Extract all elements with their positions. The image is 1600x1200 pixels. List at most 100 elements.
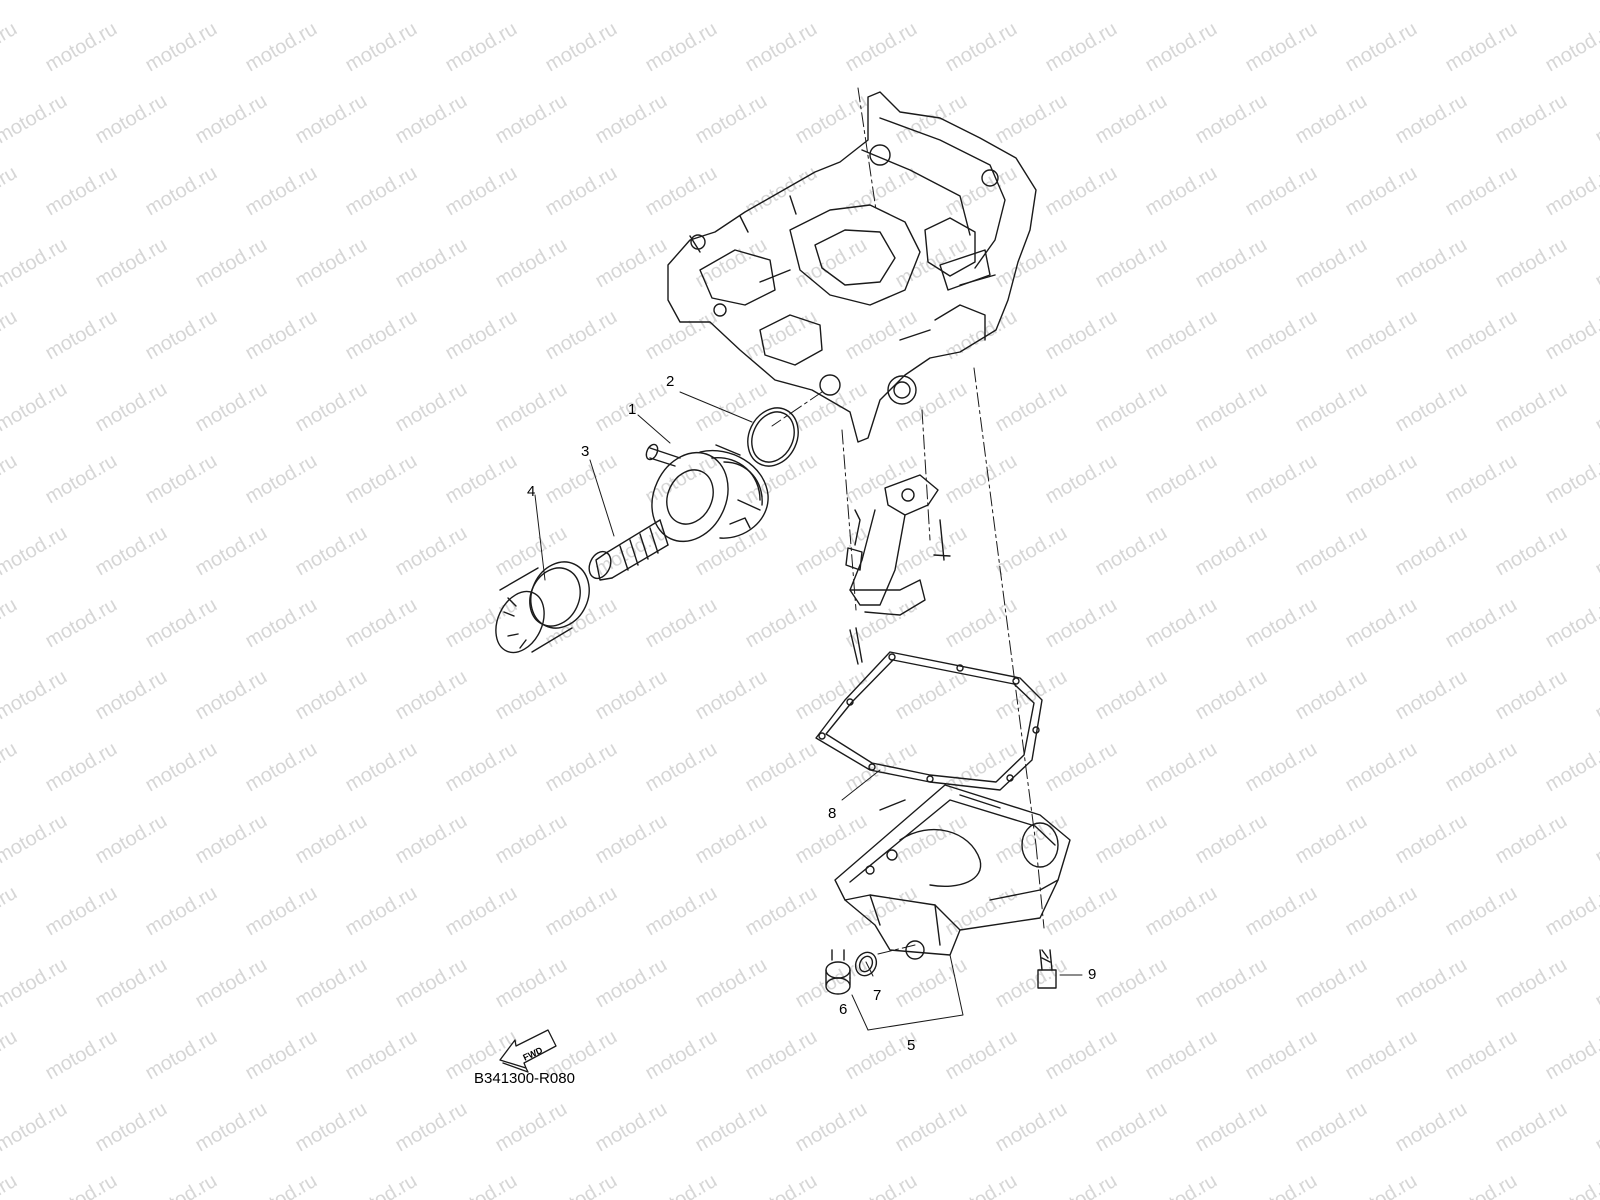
watermark-text: motod.ru <box>1542 1170 1600 1200</box>
watermark-text: motod.ru <box>442 18 521 77</box>
watermark-text: motod.ru <box>1442 594 1521 653</box>
watermark-text: motod.ru <box>192 234 271 293</box>
watermark-text: motod.ru <box>92 90 171 149</box>
watermark-text: motod.ru <box>842 882 921 941</box>
watermark-text: motod.ru <box>642 1170 721 1200</box>
watermark-text: motod.ru <box>0 18 21 77</box>
watermark-text: motod.ru <box>892 666 971 725</box>
watermark-text: motod.ru <box>142 18 221 77</box>
watermark-text: motod.ru <box>242 162 321 221</box>
watermark-text: motod.ru <box>1142 306 1221 365</box>
watermark-text: motod.ru <box>892 90 971 149</box>
watermark-text: motod.ru <box>592 234 671 293</box>
watermark-text: motod.ru <box>1042 594 1121 653</box>
watermark-text: motod.ru <box>92 522 171 581</box>
watermark-text: motod.ru <box>1192 666 1271 725</box>
watermark-text: motod.ru <box>842 1170 921 1200</box>
watermark-text: motod.ru <box>942 882 1021 941</box>
watermark-text: motod.ru <box>1542 18 1600 77</box>
watermark-text: motod.ru <box>0 162 21 221</box>
watermark-text: motod.ru <box>992 1098 1071 1157</box>
watermark-text: motod.ru <box>92 378 171 437</box>
oil-strainer-drawing <box>845 474 951 665</box>
callout-9: 9 <box>1088 966 1097 983</box>
watermark-text: motod.ru <box>1242 306 1321 365</box>
watermark-text: motod.ru <box>492 0 571 4</box>
watermark-text: motod.ru <box>142 450 221 509</box>
watermark-text: motod.ru <box>492 234 571 293</box>
watermark-text: motod.ru <box>992 234 1071 293</box>
watermark-text: motod.ru <box>492 810 571 869</box>
watermark-text: motod.ru <box>1392 234 1471 293</box>
watermark-text: motod.ru <box>442 306 521 365</box>
watermark-text: motod.ru <box>42 1170 121 1200</box>
watermark-text: motod.ru <box>892 234 971 293</box>
watermark-text: motod.ru <box>492 1098 571 1157</box>
watermark-text: motod.ru <box>1142 1026 1221 1085</box>
watermark-text: motod.ru <box>1042 162 1121 221</box>
watermark-text: motod.ru <box>292 0 371 4</box>
watermark-text: motod.ru <box>942 306 1021 365</box>
watermark-text: motod.ru <box>0 450 21 509</box>
watermark-text: motod.ru <box>842 306 921 365</box>
watermark-text: motod.ru <box>0 0 71 4</box>
watermark-text: motod.ru <box>0 1026 21 1085</box>
watermark-text: motod.ru <box>1592 378 1600 437</box>
watermark-text: motod.ru <box>142 738 221 797</box>
watermark-text: motod.ru <box>492 90 571 149</box>
watermark-text: motod.ru <box>1192 0 1271 4</box>
watermark-text: motod.ru <box>142 1026 221 1085</box>
watermark-text: motod.ru <box>292 522 371 581</box>
watermark-text: motod.ru <box>192 0 271 4</box>
watermark-text: motod.ru <box>342 306 421 365</box>
watermark-text: motod.ru <box>1192 234 1271 293</box>
watermark-text: motod.ru <box>0 522 71 581</box>
callout-2: 2 <box>666 373 675 390</box>
watermark-text: motod.ru <box>242 306 321 365</box>
watermark-text: motod.ru <box>692 234 771 293</box>
watermark-text: motod.ru <box>1192 90 1271 149</box>
watermark-text: motod.ru <box>1192 522 1271 581</box>
watermark-text: motod.ru <box>192 90 271 149</box>
watermark-text: motod.ru <box>1442 306 1521 365</box>
watermark-text: motod.ru <box>42 450 121 509</box>
watermark-text: motod.ru <box>442 738 521 797</box>
watermark-text: motod.ru <box>1042 18 1121 77</box>
fwd-arrow-icon <box>499 1029 557 1073</box>
watermark-text: motod.ru <box>292 1098 371 1157</box>
watermark-text: motod.ru <box>542 738 621 797</box>
watermark-text: motod.ru <box>92 954 171 1013</box>
watermark-text: motod.ru <box>1492 810 1571 869</box>
watermark-text: motod.ru <box>392 234 471 293</box>
watermark-text: motod.ru <box>42 882 121 941</box>
watermark-text: motod.ru <box>192 666 271 725</box>
watermark-text: motod.ru <box>842 738 921 797</box>
watermark-text: motod.ru <box>92 234 171 293</box>
watermark-text: motod.ru <box>1142 450 1221 509</box>
diagram-code: B341300-R080 <box>474 1070 575 1087</box>
watermark-text: motod.ru <box>1192 1098 1271 1157</box>
watermark-text: motod.ru <box>542 1170 621 1200</box>
watermark-text: motod.ru <box>1292 954 1371 1013</box>
watermark-text: motod.ru <box>1192 954 1271 1013</box>
oil-filter-drawing <box>495 561 590 654</box>
watermark-text: motod.ru <box>342 1170 421 1200</box>
watermark-text: motod.ru <box>0 306 21 365</box>
watermark-text: motod.ru <box>1242 162 1321 221</box>
watermark-text: motod.ru <box>0 810 71 869</box>
watermark-text: motod.ru <box>742 738 821 797</box>
watermark-text: motod.ru <box>1492 522 1571 581</box>
watermark-text: motod.ru <box>942 450 1021 509</box>
watermark-text: motod.ru <box>342 882 421 941</box>
watermark-text: motod.ru <box>542 306 621 365</box>
bolt-drawing <box>1037 949 1057 989</box>
watermark-text: motod.ru <box>742 306 821 365</box>
watermark-text: motod.ru <box>1592 234 1600 293</box>
watermark-text: motod.ru <box>42 738 121 797</box>
watermark-text: motod.ru <box>1092 1098 1171 1157</box>
watermark-text: motod.ru <box>1242 738 1321 797</box>
oil-cooler-drawing <box>645 443 769 543</box>
watermark-text: motod.ru <box>342 18 421 77</box>
watermark-text: motod.ru <box>742 1170 821 1200</box>
